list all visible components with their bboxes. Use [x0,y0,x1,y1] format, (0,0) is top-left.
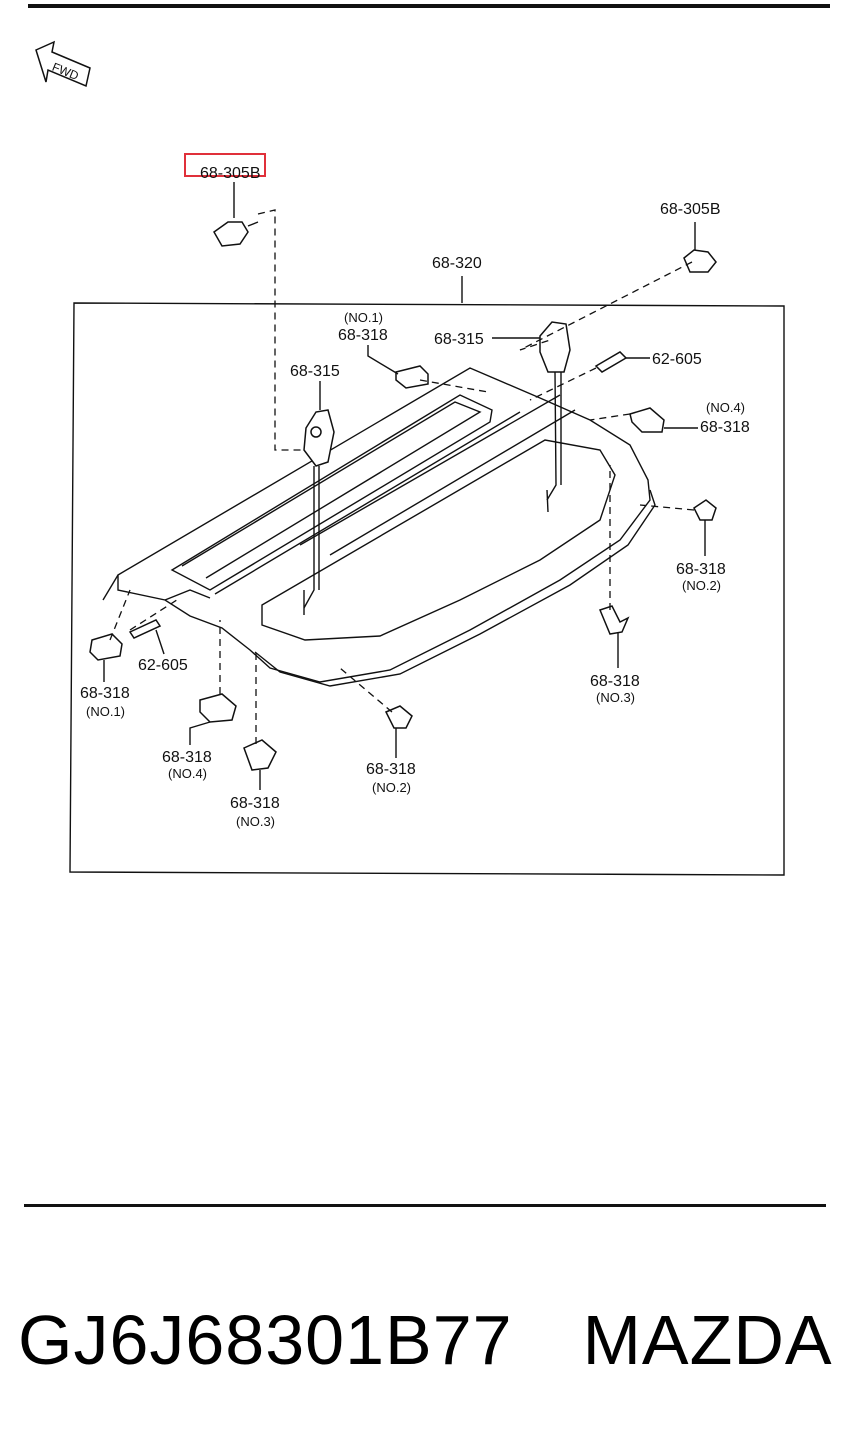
assembly-lines [109,209,695,744]
parts-diagram: FWD [35,40,785,876]
callout-pin-right: 62-605 [652,351,702,368]
clip-no3-left [243,739,277,771]
callout-hanger-right: 68-315 [434,331,484,348]
callout-no4-left-sub: (NO.4) [168,766,207,781]
callout-no3-right: 68-318 [590,673,640,690]
callout-no4-right: 68-318 [700,419,750,436]
footer-caption: GJ6J68301B77 MAZDA [18,1300,864,1380]
hanger-right [539,321,571,513]
callout-no4-right-sub: (NO.4) [706,400,745,415]
callout-no2-bottom-sub: (NO.2) [372,780,411,795]
top-divider [28,4,830,8]
callout-no1-top: 68-318 [338,327,388,344]
clip-no4-left [199,693,237,723]
callout-no4-left: 68-318 [162,749,212,766]
callout-no1-left: 68-318 [80,685,130,702]
highlight-box [184,153,266,177]
bottom-divider [24,1204,826,1207]
callout-no3-right-sub: (NO.3) [596,690,635,705]
brand-name: MAZDA [582,1301,833,1379]
pin-right [594,351,628,373]
clip-no2-bottom [384,705,413,729]
callout-cover: 68-320 [432,255,482,272]
callout-no1-top-sub: (NO.1) [344,310,383,325]
callout-no3-left-sub: (NO.3) [236,814,275,829]
callout-bolt-left: 68-305B [200,165,261,182]
clip-no1-left [89,633,123,661]
callout-bolt-right: 68-305B [660,201,721,218]
fwd-arrow-icon: FWD [35,40,91,88]
clip-no4-right [629,407,665,433]
callout-no3-left: 68-318 [230,795,280,812]
clip-no3-right [598,605,630,635]
part-number: GJ6J68301B77 [18,1301,513,1379]
callout-no2-right-sub: (NO.2) [682,578,721,593]
diagram-frame [69,302,785,876]
callout-no2-right: 68-318 [676,561,726,578]
bolt-left [213,221,259,247]
callout-pin-left: 62-605 [138,657,188,674]
clip-no1-top [395,365,429,389]
leader-lines [103,182,706,790]
pin-left [128,619,162,639]
callout-hanger-left: 68-315 [290,363,340,380]
package-tray [102,367,656,687]
callout-no1-left-sub: (NO.1) [86,704,125,719]
bolt-right [683,249,717,273]
hanger-left [303,409,335,615]
callout-no2-bottom: 68-318 [366,761,416,778]
clip-no2-right [693,499,717,521]
